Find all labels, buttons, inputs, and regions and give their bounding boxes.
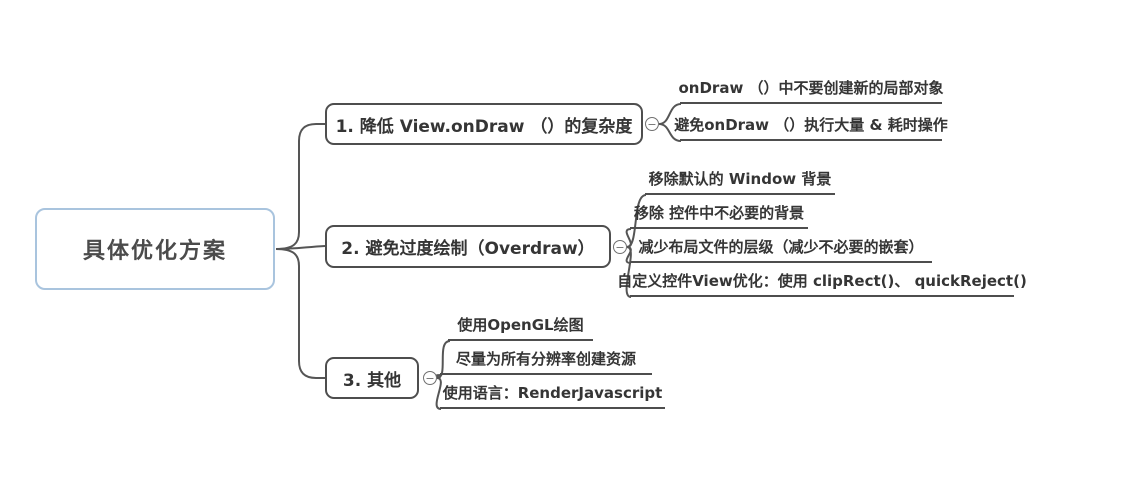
leaf-reduce-layout-nesting[interactable]: 减少布局文件的层级（减少不必要的嵌套） bbox=[630, 237, 932, 263]
connector-root-branch1 bbox=[275, 123, 325, 250]
leaf-custom-view-cliprect-quickreject[interactable]: 自定义控件View优化：使用 clipRect()、 quickReject() bbox=[617, 271, 1027, 297]
leaf-remove-unneeded-control-bg[interactable]: 移除 控件中不必要的背景 bbox=[630, 203, 808, 229]
leaf-label: 移除 控件中不必要的背景 bbox=[633, 204, 805, 222]
minus-glyph: − bbox=[647, 117, 657, 131]
connector-root-branch3 bbox=[275, 248, 325, 379]
connector-root-branch2 bbox=[275, 245, 326, 250]
collapse-icon[interactable]: − bbox=[423, 371, 437, 385]
leaf-use-opengl[interactable]: 使用OpenGL绘图 bbox=[448, 315, 593, 341]
leaf-use-renderjavascript[interactable]: 使用语言：RenderJavascript bbox=[440, 383, 665, 409]
leaf-label: 使用语言：RenderJavascript bbox=[442, 384, 663, 402]
leaf-label: 避免onDraw （）执行大量 & 耗时操作 bbox=[674, 116, 948, 134]
leaf-label: onDraw （）中不要创建新的局部对象 bbox=[678, 79, 944, 97]
collapse-icon[interactable]: − bbox=[613, 240, 627, 254]
collapse-icon[interactable]: − bbox=[645, 117, 659, 131]
branch-reduce-ondraw-complexity[interactable]: 1. 降低 View.onDraw （）的复杂度 bbox=[325, 103, 643, 145]
leaf-ondraw-avoid-heavy-ops[interactable]: 避免onDraw （）执行大量 & 耗时操作 bbox=[674, 115, 948, 141]
branch-1-label: 1. 降低 View.onDraw （）的复杂度 bbox=[335, 116, 633, 137]
branch-avoid-overdraw[interactable]: 2. 避免过度绘制（Overdraw） bbox=[325, 225, 611, 268]
leaf-label: 尽量为所有分辨率创建资源 bbox=[455, 350, 636, 368]
leaf-resources-all-resolutions[interactable]: 尽量为所有分辨率创建资源 bbox=[440, 349, 652, 375]
root-topic[interactable]: 具体优化方案 bbox=[35, 208, 275, 290]
root-topic-label: 具体优化方案 bbox=[82, 239, 227, 264]
leaf-label: 减少布局文件的层级（减少不必要的嵌套） bbox=[638, 238, 924, 256]
leaf-label: 移除默认的 Window 背景 bbox=[648, 170, 832, 188]
leaf-ondraw-no-local-objects[interactable]: onDraw （）中不要创建新的局部对象 bbox=[678, 78, 944, 104]
leaf-remove-default-window-bg[interactable]: 移除默认的 Window 背景 bbox=[645, 169, 835, 195]
branch-other[interactable]: 3. 其他 bbox=[325, 357, 419, 399]
minus-glyph: − bbox=[615, 240, 625, 254]
branch-3-label: 3. 其他 bbox=[342, 370, 402, 391]
minus-glyph: − bbox=[425, 371, 435, 385]
branch-2-label: 2. 避免过度绘制（Overdraw） bbox=[341, 239, 595, 259]
leaf-label: 使用OpenGL绘图 bbox=[457, 316, 584, 334]
leaf-label: 自定义控件View优化：使用 clipRect()、 quickReject() bbox=[617, 272, 1027, 290]
